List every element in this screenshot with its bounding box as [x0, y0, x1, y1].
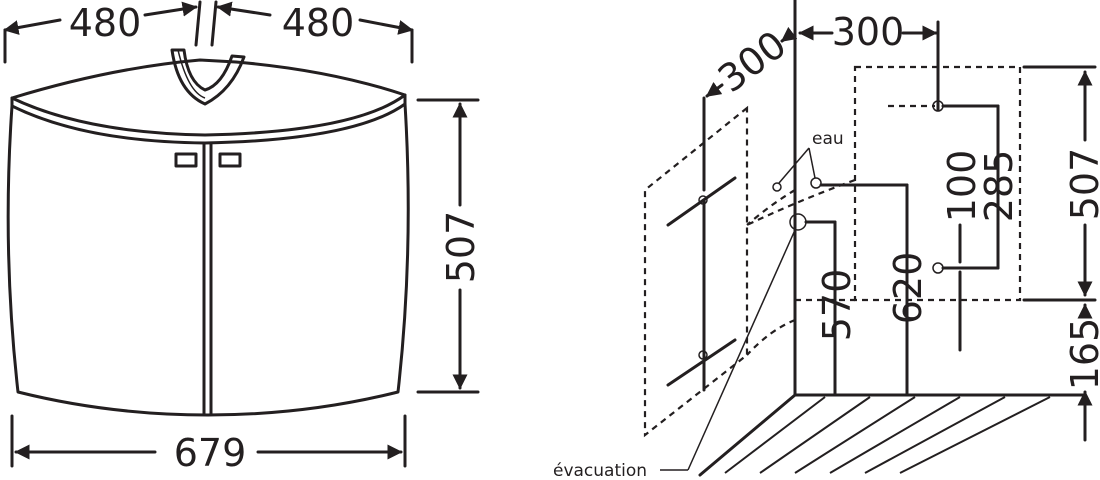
- dim-line-side-300: [702, 26, 798, 192]
- door-handle-left: [174, 152, 198, 168]
- dim-height: 507: [439, 211, 483, 284]
- cabinet-body: [6, 102, 410, 417]
- dim-top-left: 480: [69, 1, 142, 45]
- dim-line-507: [1022, 65, 1097, 302]
- faucet-spout: [170, 48, 246, 106]
- dim-570: 570: [815, 269, 859, 342]
- dim-285: 285: [977, 150, 1021, 223]
- dim-line-top-300: [798, 20, 940, 112]
- dim-top-300: 300: [832, 10, 905, 54]
- cabinet-front-view: 480 480 507: [3, 0, 483, 475]
- dim-top-right: 480: [282, 1, 355, 45]
- installation-view: 300 300: [553, 0, 1100, 480]
- dim-507: 507: [1063, 148, 1100, 221]
- dim-line-width: [10, 414, 407, 468]
- dim-165: 165: [1063, 318, 1100, 391]
- drain-point: [660, 213, 837, 471]
- side-wall-outline: [643, 105, 749, 438]
- dim-100: 100: [940, 150, 984, 223]
- label-drain: évacuation: [553, 461, 647, 480]
- water-supply-points: [772, 147, 909, 397]
- dim-width: 679: [174, 431, 247, 475]
- door-handle-right: [218, 152, 242, 168]
- back-wall-outline: [853, 65, 1022, 302]
- dim-side-300: 300: [710, 22, 794, 101]
- dim-line-top: [3, 0, 414, 64]
- dim-620: 620: [886, 252, 930, 325]
- dim-line-100-285: [958, 118, 1000, 352]
- dim-line-height: [416, 98, 480, 394]
- side-wall-fixings: [666, 176, 737, 392]
- label-water: eau: [812, 129, 844, 149]
- floor-hatching: [698, 393, 1087, 477]
